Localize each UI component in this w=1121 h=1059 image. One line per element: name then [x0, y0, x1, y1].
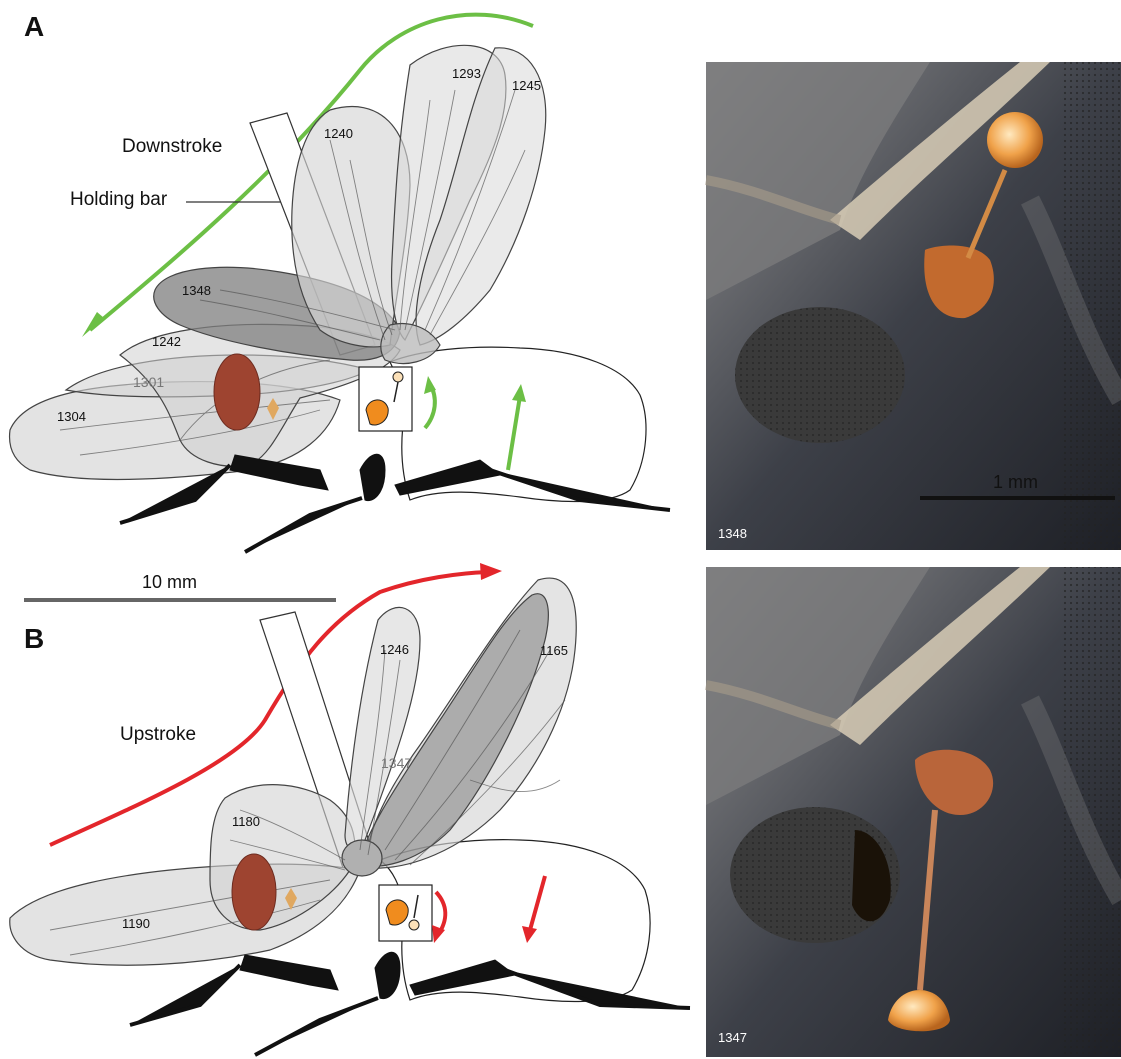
downstroke-arrowhead: [82, 312, 104, 337]
photo-b-frame-label: 1347: [718, 1030, 747, 1045]
frame-label-1301: 1301: [133, 374, 164, 390]
frame-label-1246: 1246: [380, 642, 409, 657]
frame-label-1180: 1180: [232, 814, 260, 829]
haltere-head-b: [409, 920, 419, 930]
eye-a: [214, 354, 260, 430]
downstroke-label: Downstroke: [122, 136, 222, 157]
frame-label-1240: 1240: [324, 126, 353, 141]
panel-b-letter: B: [24, 623, 44, 654]
photo-scale-bar: [920, 496, 1115, 500]
panel-a-letter: A: [24, 11, 44, 42]
haltere-head-a: [393, 372, 403, 382]
panel-a: A Downstroke Holding bar: [10, 11, 670, 552]
photo-a: 1348 1 mm: [706, 62, 1121, 550]
photo-a-frame-label: 1348: [718, 526, 747, 541]
eye-b: [232, 854, 276, 930]
panel-b: B Upstroke: [10, 563, 690, 1055]
frame-label-1293: 1293: [452, 66, 481, 81]
scale-bar: [24, 598, 336, 602]
photo-b: 1347: [706, 567, 1121, 1057]
photo-scale-label: 1 mm: [993, 472, 1038, 492]
upstroke-arrowhead: [480, 563, 502, 580]
frame-label-1190: 1190: [122, 916, 150, 931]
frame-label-1347: 1347: [381, 755, 412, 771]
frame-label-1245: 1245: [512, 78, 541, 93]
frame-label-1304: 1304: [57, 409, 86, 424]
haltere-box-a: [359, 367, 412, 431]
frame-label-1165: 1165: [540, 643, 568, 658]
frame-label-1348: 1348: [182, 283, 211, 298]
holding-bar-label: Holding bar: [70, 189, 168, 210]
scale-bar-label: 10 mm: [142, 572, 197, 592]
frame-label-1242: 1242: [152, 334, 181, 349]
wing-base-b: [342, 840, 382, 876]
upstroke-label: Upstroke: [120, 724, 196, 745]
